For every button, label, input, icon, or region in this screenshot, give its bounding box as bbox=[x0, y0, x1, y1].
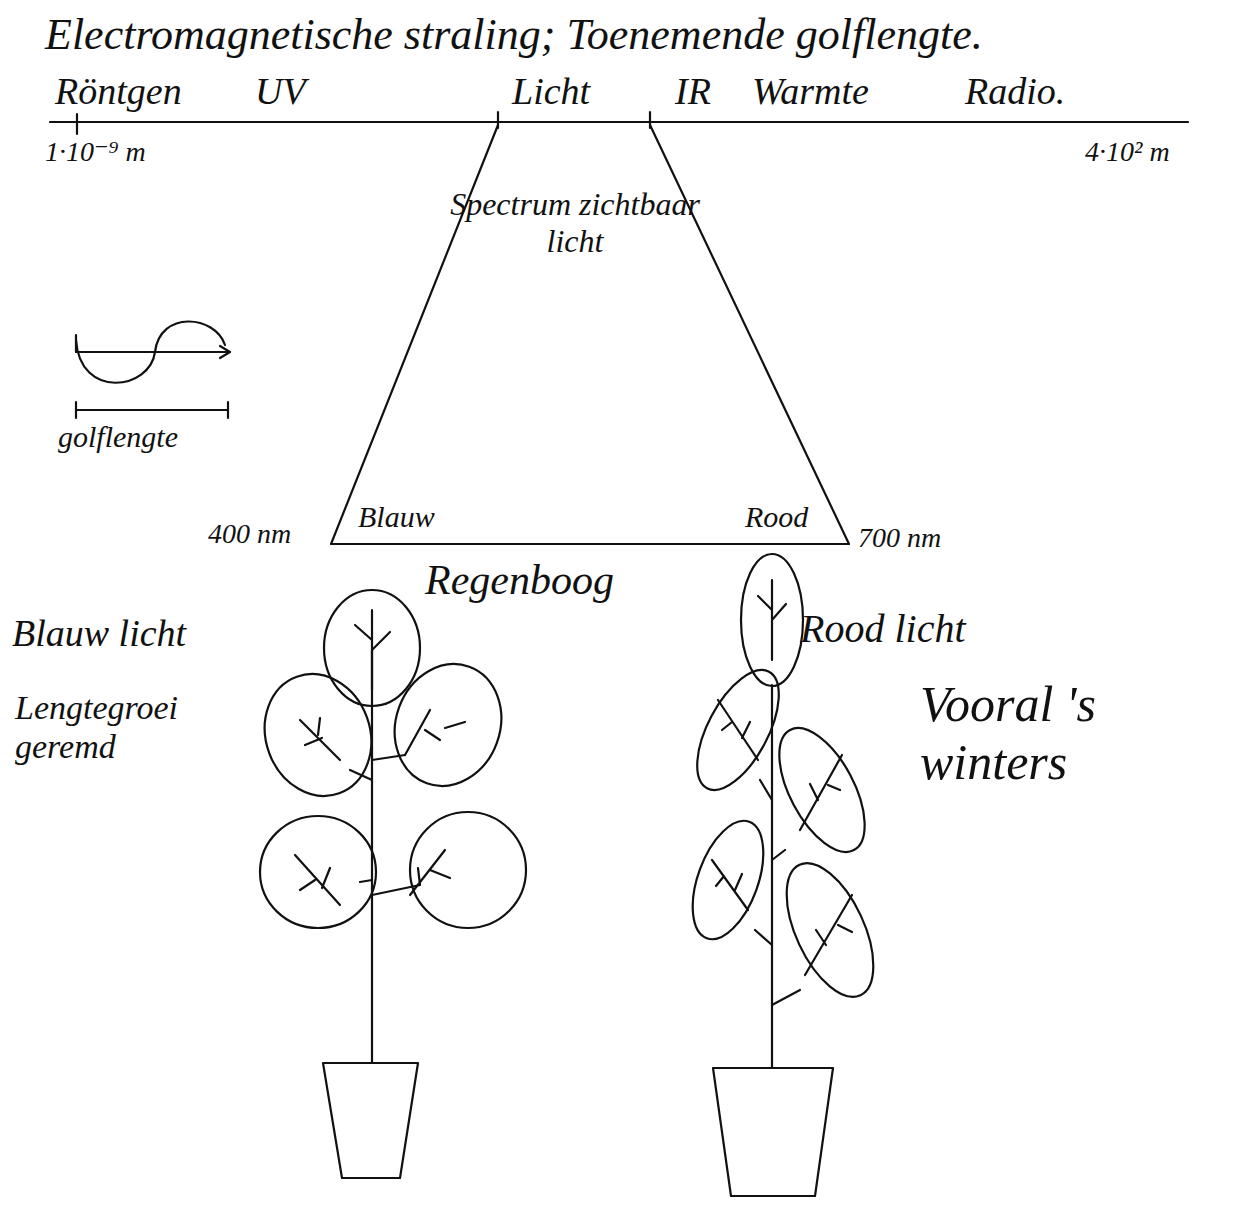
wavelength-value: 400 nm bbox=[208, 518, 291, 550]
node-title: Spectrum zichtbaar licht bbox=[435, 186, 715, 260]
wavelength-value: 4·10² m bbox=[1085, 136, 1170, 168]
spectrum-band: IR bbox=[675, 70, 711, 114]
color-label: Blauw bbox=[358, 500, 435, 535]
wavelength-value: 700 nm bbox=[858, 522, 941, 554]
wavelength-value: 1·10⁻⁹ m bbox=[45, 136, 146, 168]
spectrum-band: Radio. bbox=[965, 70, 1065, 114]
axis-tick bbox=[76, 114, 78, 134]
color-label: Rood bbox=[745, 500, 808, 535]
note-label: Regenboog bbox=[425, 556, 614, 604]
spectrum-band: Licht bbox=[512, 70, 590, 114]
diagram-title: Electromagnetische straling; Toenemende … bbox=[45, 10, 983, 61]
plant-blue-light bbox=[248, 590, 526, 1178]
wave-symbol bbox=[76, 321, 230, 418]
spectrum-band: Warmte bbox=[752, 70, 869, 114]
trapezoid-outline bbox=[331, 125, 849, 544]
condition-label: Blauw licht bbox=[12, 612, 186, 656]
spectrum-axis bbox=[50, 121, 1188, 123]
effect-label: Lengtegroei geremd bbox=[15, 688, 215, 766]
wave-caption: golflengte bbox=[58, 420, 178, 455]
spectrum-band: Röntgen bbox=[55, 70, 182, 114]
condition-label: Rood licht bbox=[800, 606, 966, 652]
effect-label: Vooral 's winters bbox=[920, 676, 1150, 791]
spectrum-band: UV bbox=[255, 70, 306, 114]
spectrum-trapezoid: Spectrum zichtbaar lichtBlauw Rood bbox=[330, 124, 850, 545]
